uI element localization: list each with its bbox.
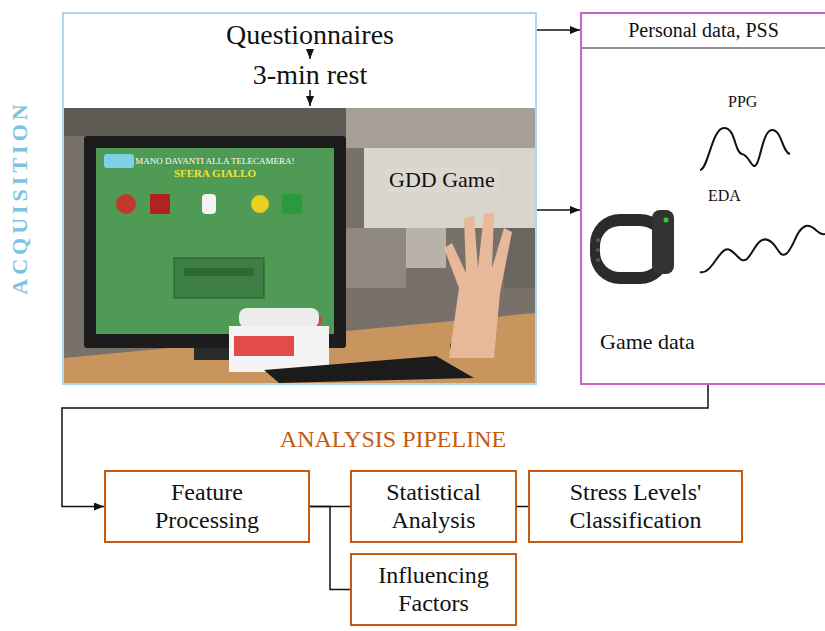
game-photo-part xyxy=(184,268,254,276)
game-photo-part xyxy=(239,308,319,328)
data-illustration-part xyxy=(582,48,825,49)
data-illustration-part xyxy=(664,218,669,223)
data-panel: Personal data, PSS Game data xyxy=(580,12,825,385)
text-slot: PPG xyxy=(728,94,788,111)
process-box: Stress Levels' Classification xyxy=(528,470,743,543)
connector xyxy=(517,506,528,508)
connector xyxy=(535,209,580,211)
game-photo-part xyxy=(64,108,535,383)
game-photo-part xyxy=(234,336,294,356)
game-photo-part xyxy=(104,154,134,168)
panel-text: Game data xyxy=(600,329,695,354)
process-box: Feature Processing xyxy=(104,470,310,543)
section-title: ACQUISITION xyxy=(7,100,32,294)
panel-text: GDD Game xyxy=(386,167,498,192)
box-label: Influencing Factors xyxy=(359,562,508,617)
screen-text: MANO DAVANTI ALLA TELECAMERA! xyxy=(135,156,294,166)
game-photo-part xyxy=(364,148,535,228)
game-photo-part xyxy=(96,148,334,334)
screen-text: SFERA GIALLO xyxy=(174,167,256,179)
data-illustration-part xyxy=(596,258,600,262)
game-photo-part xyxy=(150,194,170,214)
game-photo-part xyxy=(282,194,302,214)
game-photo-part xyxy=(64,108,346,136)
game-photo-part xyxy=(174,258,264,298)
photo-panel: GDD Game xyxy=(64,108,535,383)
data-illustration-part xyxy=(596,248,600,252)
flow-arrows-part xyxy=(309,49,311,59)
game-photo-part xyxy=(406,228,446,268)
connector xyxy=(537,29,580,31)
process-box: Influencing Factors xyxy=(350,553,517,626)
section-title: ANALYSIS PIPELINE xyxy=(280,426,506,452)
game-photo-part xyxy=(264,356,474,383)
text-slot: ACQUISITION xyxy=(8,68,31,328)
box-label: Feature Processing xyxy=(132,479,282,534)
text-slot: ANALYSIS PIPELINE xyxy=(193,427,593,452)
stage-panel: Questionnaires 3-min restGDD Game xyxy=(62,12,537,385)
text-slot: Questionnaires xyxy=(85,20,535,49)
text-slot: Personal data, PSS xyxy=(582,20,825,41)
connector xyxy=(310,507,350,590)
game-photo-part xyxy=(202,194,216,214)
data-illustration-part xyxy=(652,210,674,274)
data-illustration-part xyxy=(600,226,660,272)
panel-text: 3-min rest xyxy=(253,59,367,90)
game-photo-part xyxy=(84,136,346,348)
flow-arrows-part xyxy=(309,90,311,106)
data-illustration-part xyxy=(700,128,790,170)
game-photo-part xyxy=(116,194,136,214)
text-slot: MANO DAVANTI ALLA TELECAMERA! xyxy=(96,151,334,168)
game-photo-part xyxy=(229,326,329,372)
data-illustration-part xyxy=(596,238,600,242)
text-slot: EDA xyxy=(708,188,768,205)
game-photo-part xyxy=(346,108,535,148)
panel-text: Personal data, PSS xyxy=(628,19,779,41)
panel-text: Questionnaires xyxy=(226,19,394,50)
text-slot: 3-min rest xyxy=(85,60,535,89)
text-slot: GDD Game xyxy=(386,168,526,191)
box-label: Stress Levels' Classification xyxy=(537,479,734,534)
signal-name: PPG xyxy=(728,93,757,110)
process-box: Statistical Analysis xyxy=(350,470,517,543)
game-photo-part xyxy=(251,195,269,213)
game-photo xyxy=(64,108,535,383)
data-illustration-part xyxy=(700,226,825,273)
data-illustration xyxy=(582,48,825,284)
box-label: Statistical Analysis xyxy=(359,479,508,534)
text-slot: SFERA GIALLO xyxy=(96,164,334,181)
text-slot: Game data xyxy=(600,330,800,353)
game-photo-part xyxy=(346,228,406,288)
game-photo-part xyxy=(194,348,234,360)
game-photo-part xyxy=(444,213,512,358)
signal-name: EDA xyxy=(708,187,741,204)
